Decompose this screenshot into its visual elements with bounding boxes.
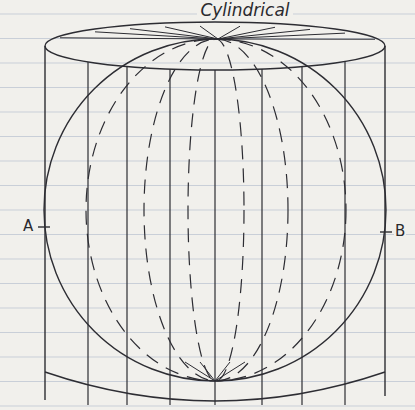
ruled-line xyxy=(0,112,415,113)
meridian xyxy=(86,39,346,381)
globe-outline xyxy=(44,39,386,381)
ruled-line xyxy=(0,406,415,407)
diagram-title: Cylindrical xyxy=(197,2,292,19)
projection-line xyxy=(87,62,88,405)
meridian xyxy=(188,39,244,381)
cylinder-top xyxy=(45,22,385,70)
point-label: B xyxy=(394,224,406,239)
ruled-line xyxy=(0,332,415,333)
projection-line xyxy=(261,69,262,405)
ruled-line xyxy=(0,63,415,64)
ruled-line xyxy=(0,259,415,260)
cylinder-and-globe xyxy=(38,22,392,405)
projection-line xyxy=(169,69,170,405)
ruled-line xyxy=(0,357,415,358)
radiating-line xyxy=(95,32,218,39)
point-label: A xyxy=(22,219,34,234)
ruled-line xyxy=(0,234,415,235)
radiating-line xyxy=(218,29,310,39)
radiating-line xyxy=(200,26,218,39)
projection-line xyxy=(214,70,215,405)
radiating-line xyxy=(165,27,218,39)
radiating-line xyxy=(185,362,215,381)
radiating-line xyxy=(218,33,345,39)
point-tick xyxy=(38,226,50,227)
ruled-line xyxy=(0,161,415,162)
meridian xyxy=(144,39,288,381)
radiating-line xyxy=(218,39,375,40)
ruled-line xyxy=(0,87,415,88)
ruled-line xyxy=(0,308,415,309)
ruled-line xyxy=(0,210,415,211)
projection-line xyxy=(301,67,302,405)
point-tick xyxy=(380,231,392,232)
ruled-lines xyxy=(0,14,415,406)
ruled-line xyxy=(0,283,415,284)
projection-line xyxy=(126,67,127,405)
radiating-line xyxy=(130,29,218,39)
ruled-line xyxy=(0,136,415,137)
ruled-line xyxy=(0,185,415,186)
